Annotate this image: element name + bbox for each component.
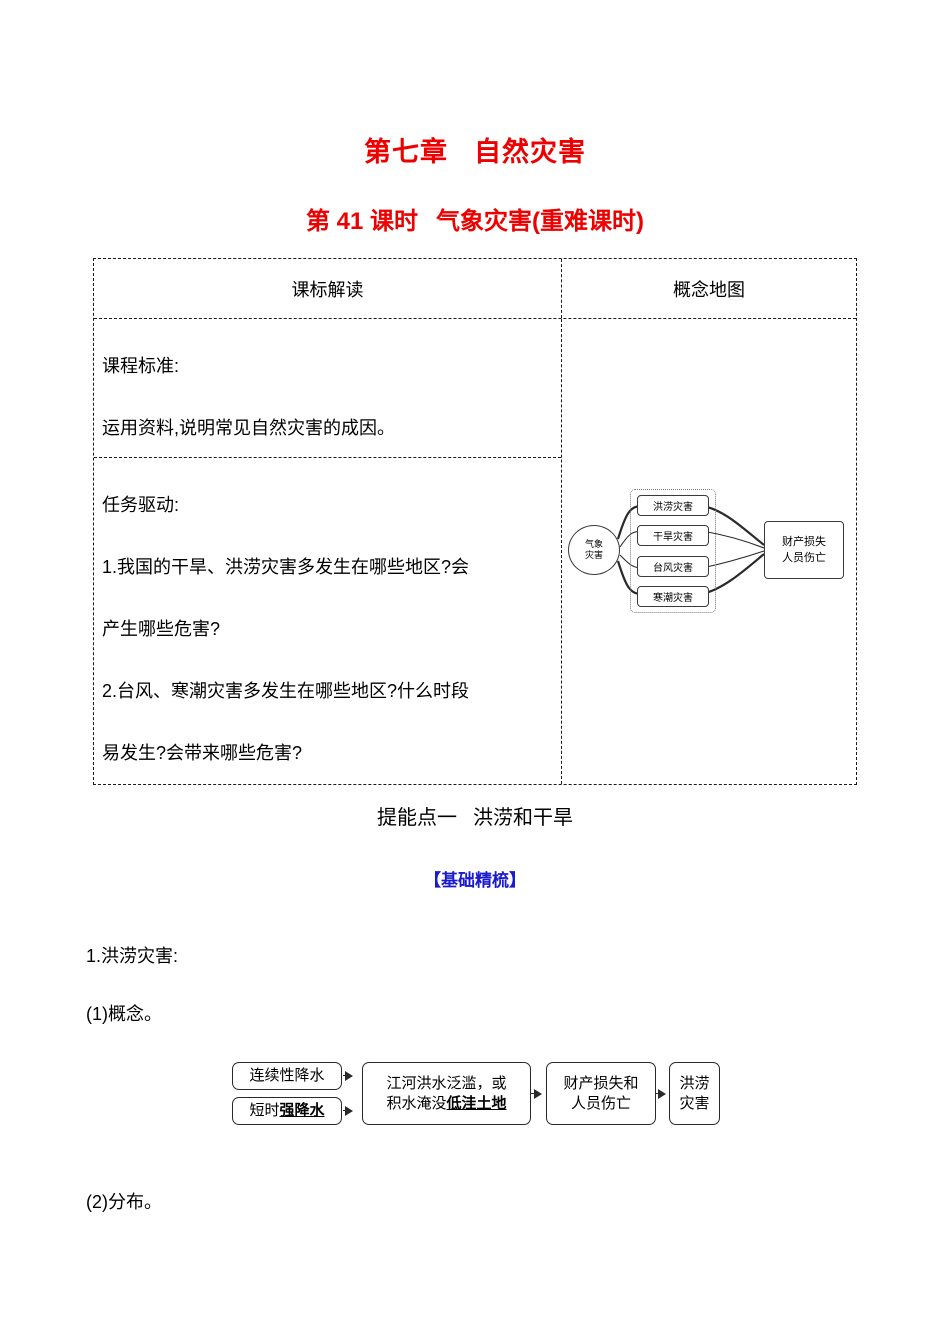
flood-concept-flow-diagram: 连续性降水 短时强降水 江河洪水泛滥，或 积水淹没低洼土地 财产损失和 人员伤亡	[232, 1062, 720, 1148]
flow-process-box: 江河洪水泛滥，或 积水淹没低洼土地	[362, 1062, 531, 1125]
flow-process-line-2: 积水淹没低洼土地	[386, 1094, 506, 1114]
flow-consequence-line-2: 人员伤亡	[570, 1095, 631, 1112]
flow-consequence-line-1: 财产损失和	[563, 1075, 639, 1092]
flow-arrow-1-line	[343, 1075, 347, 1077]
task-driven-block: 任务驱动: 1.我国的干旱、洪涝灾害多发生在哪些地区?会 产生哪些危害? 2.台…	[94, 458, 561, 784]
curriculum-standard-label: 课程标准:	[102, 356, 180, 376]
flow-cause-2-emphasis: 强降水	[279, 1103, 325, 1119]
flow-result-line-1: 洪涝	[679, 1075, 710, 1092]
flow-process-column: 江河洪水泛滥，或 积水淹没低洼土地	[362, 1062, 531, 1125]
concept-map-hazard-3: 寒潮灾害	[637, 585, 709, 607]
concept-map-hazard-group: 洪涝灾害 干旱灾害 台风灾害 寒潮灾害	[630, 489, 716, 613]
flow-arrow-4-line	[656, 1093, 660, 1095]
table-header-row: 课标解读 概念地图	[94, 259, 856, 319]
flow-result-line-2: 灾害	[679, 1095, 710, 1112]
concept-map-root-line-1: 气象	[584, 539, 603, 549]
flow-cause-2-normal: 短时	[249, 1103, 280, 1119]
flow-consequence-box: 财产损失和 人员伤亡	[546, 1062, 656, 1125]
concept-map-hazard-2: 台风灾害	[637, 555, 709, 577]
flow-arrow-2-icon	[345, 1106, 353, 1116]
flow-arrow-3-line	[531, 1093, 536, 1095]
flow-consequence-column: 财产损失和 人员伤亡	[546, 1062, 656, 1125]
flow-cause-continuous-rain: 连续性降水	[232, 1062, 342, 1090]
flow-result-box: 洪涝 灾害	[669, 1062, 720, 1125]
task-1-line-2: 产生哪些危害?	[102, 619, 221, 639]
flow-process-line-2-normal: 积水淹没	[386, 1095, 447, 1112]
table-body-row: 课程标准: 运用资料,说明常见自然灾害的成因。 任务驱动: 1.我国的干旱、洪涝…	[94, 319, 856, 784]
task-driven-label: 任务驱动:	[102, 495, 180, 515]
concept-map-hazard-0: 洪涝灾害	[637, 495, 709, 516]
lesson-title-prefix: 第 41 课时	[305, 208, 419, 235]
flow-process-line-2-emphasis: 低洼土地	[446, 1095, 507, 1112]
section-heading-name: 洪涝和干旱	[473, 807, 573, 829]
table-header-right: 概念地图	[673, 279, 745, 300]
info-table: 课标解读 概念地图 课程标准: 运用资料,说明常见自然灾害的成因。 任务驱动: …	[93, 258, 857, 785]
body-item-1-sub-2: (2)分布。	[86, 1192, 162, 1212]
flow-arrow-1-icon	[345, 1071, 353, 1081]
flow-arrow-4-icon	[658, 1089, 666, 1099]
body-item-1-sub-1: (1)概念。	[86, 1004, 162, 1024]
chapter-title: 第七章自然灾害	[0, 130, 950, 169]
task-2-line-2: 易发生?会带来哪些危害?	[102, 743, 303, 763]
task-1-line-1: 1.我国的干旱、洪涝灾害多发生在哪些地区?会	[102, 557, 470, 577]
basics-heading: 【基础精梳】	[424, 871, 526, 890]
chapter-title-prefix: 第七章	[364, 137, 448, 167]
flow-process-line-1: 江河洪水泛滥，或	[386, 1075, 507, 1092]
concept-map-diagram: 气象 灾害 洪涝灾害 干旱灾害 台风灾害 寒潮灾害 财产损失 人员伤亡	[568, 489, 850, 613]
chapter-title-name: 自然灾害	[474, 137, 586, 167]
concept-map-root-line-2: 灾害	[584, 550, 603, 560]
table-header-left: 课标解读	[94, 259, 562, 318]
section-heading: 提能点一洪涝和干旱	[0, 801, 950, 830]
flow-result-column: 洪涝 灾害	[669, 1062, 720, 1125]
task-2-line-1: 2.台风、寒潮灾害多发生在哪些地区?什么时段	[102, 681, 470, 701]
concept-map-hazard-1: 干旱灾害	[637, 525, 709, 547]
concept-map-result-line-1: 财产损失	[782, 536, 826, 548]
section-heading-prefix: 提能点一	[377, 807, 457, 829]
flow-arrow-2-line	[343, 1110, 347, 1112]
table-cell-curriculum: 课程标准: 运用资料,说明常见自然灾害的成因。 任务驱动: 1.我国的干旱、洪涝…	[94, 319, 562, 784]
flow-arrow-3-icon	[534, 1089, 542, 1099]
table-cell-concept-map: 气象 灾害 洪涝灾害 干旱灾害 台风灾害 寒潮灾害 财产损失 人员伤亡	[562, 319, 856, 784]
flow-cause-short-heavy-rain: 短时强降水	[232, 1097, 342, 1125]
curriculum-standard-text: 运用资料,说明常见自然灾害的成因。	[102, 418, 395, 438]
concept-map-result-node: 财产损失 人员伤亡	[764, 521, 844, 579]
body-item-1: 1.洪涝灾害:	[86, 946, 179, 966]
concept-map-root-node: 气象 灾害	[568, 525, 620, 575]
concept-map-result-line-2: 人员伤亡	[782, 552, 826, 564]
flow-causes-column: 连续性降水 短时强降水	[232, 1062, 342, 1125]
lesson-title-name: 气象灾害(重难课时)	[436, 208, 644, 235]
lesson-title: 第 41 课时气象灾害(重难课时)	[0, 201, 950, 236]
curriculum-standard-block: 课程标准: 运用资料,说明常见自然灾害的成因。	[94, 319, 561, 458]
